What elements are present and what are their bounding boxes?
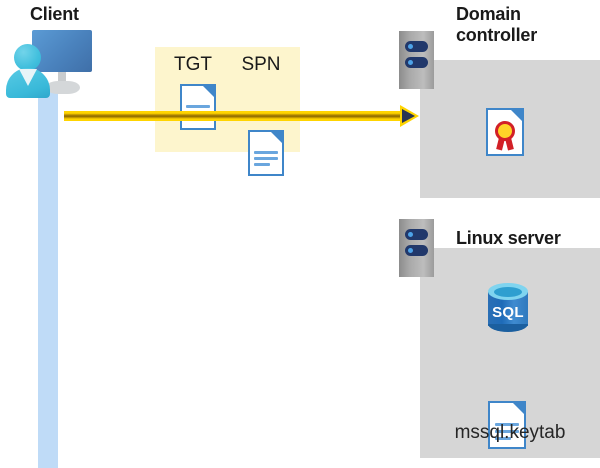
client-title: Client — [30, 4, 79, 24]
person-collar-icon — [19, 69, 37, 86]
zone-title-linux-server: Linux server — [456, 228, 561, 248]
ticket-label-tgt: TGT — [174, 54, 212, 75]
person-head-icon — [14, 44, 41, 71]
ticket-label-spn: SPN — [241, 54, 281, 75]
monitor-screen-icon — [32, 30, 92, 72]
document-icon-keytab — [488, 401, 526, 449]
kerberos-request-arrow-line — [64, 111, 404, 121]
client-lifeline — [38, 88, 58, 468]
server-tower-icon-domain-controller — [399, 31, 434, 89]
document-icon-spn — [248, 130, 284, 176]
document-icon-tgt — [180, 84, 216, 130]
kerberos-request-arrow-head — [400, 105, 419, 127]
keytab-file-label: mssql.keytab — [454, 422, 566, 443]
sql-database-label: SQL — [492, 304, 524, 321]
user-workstation-icon — [6, 26, 92, 98]
server-tower-icon-linux-server — [399, 219, 434, 277]
sql-database-icon: SQL — [486, 283, 530, 335]
zone-title-domain-controller: Domain controller — [456, 4, 538, 45]
ticket-message-box: TGT SPN — [155, 47, 300, 176]
monitor-base-icon — [46, 81, 80, 94]
monitor-neck-icon — [58, 72, 66, 84]
certificate-icon — [486, 108, 524, 156]
